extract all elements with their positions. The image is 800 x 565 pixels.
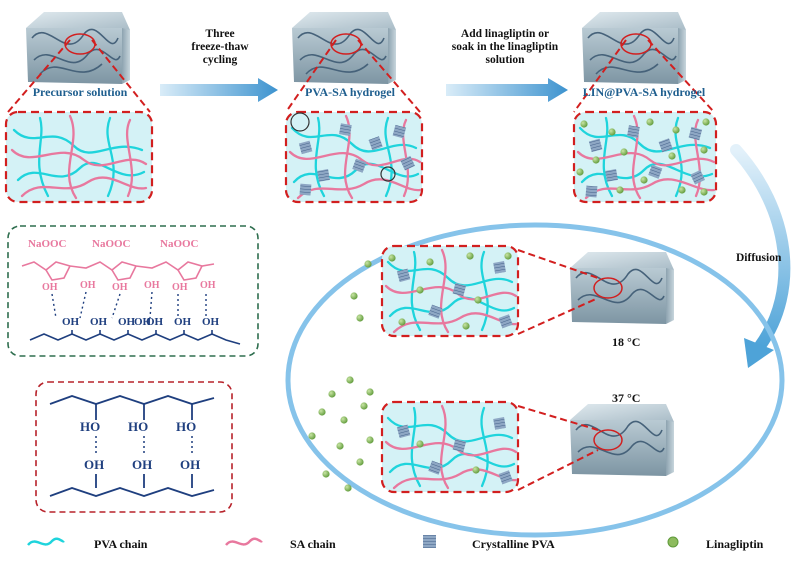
- pva-oh-bottom-3: OH: [180, 457, 201, 472]
- legend-swatch-crystalline: [423, 535, 436, 548]
- pva-ho-2: HO: [128, 419, 149, 434]
- step-add-linagliptin: Add linagliptin or soak in the linaglipt…: [440, 28, 570, 68]
- pva-top-stems: [95, 404, 193, 420]
- stage-label-lin: LIN@PVA-SA hydrogel: [582, 85, 706, 99]
- legend: PVA chain SA chain Crystalline PVA Linag…: [0, 528, 800, 558]
- sa-oh-5: OH: [172, 282, 188, 293]
- step-add-line-3: solution: [485, 54, 525, 67]
- sa-group-2: NaOOC: [92, 238, 131, 250]
- sa-group-3: NaOOC: [160, 238, 199, 250]
- legend-label-crystalline: Crystalline PVA: [472, 537, 555, 551]
- step-freeze-thaw-line-3: cycling: [202, 54, 238, 67]
- pva-backbone-1: [29, 333, 241, 345]
- legend-swatch-linagliptin: [667, 536, 679, 548]
- pva-oh-bottom-2: OH: [132, 457, 153, 472]
- pva-ho-1: HO: [80, 419, 101, 434]
- pva-oh-7: OH: [202, 316, 220, 328]
- temp-18: 18 °C: [612, 335, 641, 349]
- zoom-lines-release: [517, 249, 599, 491]
- crystals-lin: [585, 125, 705, 198]
- pva-oh-3: OH: [118, 316, 136, 328]
- sa-oh-4: OH: [144, 280, 160, 291]
- hydrogel-cube-37: [570, 404, 674, 476]
- hbond-pva-pva: [95, 436, 193, 456]
- chains-pva-sa: [288, 112, 422, 200]
- pva-oh-2: OH: [90, 316, 108, 328]
- crystals-pva-sa: [298, 123, 415, 196]
- crystals-release: [396, 261, 513, 485]
- arrow-step-1: [160, 78, 278, 102]
- drugs-lin: [576, 118, 710, 196]
- legend-swatch-sa: [225, 537, 263, 546]
- release-ellipse: [285, 222, 785, 538]
- pva-oh-bottom-1: OH: [84, 457, 105, 472]
- arrow-diffusion: [730, 144, 791, 352]
- pva-backbone-bottom: [49, 487, 215, 497]
- temp-37: 37 °C: [612, 391, 641, 405]
- step-freeze-thaw: Three freeze-thaw cycling: [180, 28, 260, 68]
- stage-label-pva-sa: PVA-SA hydrogel: [305, 85, 395, 99]
- legend-swatch-pva: [27, 537, 65, 546]
- hydrogel-cube-18: [570, 252, 674, 324]
- legend-label-pva: PVA chain: [94, 537, 148, 551]
- sa-oh-6: OH: [200, 280, 216, 291]
- drugs-release: [308, 252, 512, 492]
- pva-bottom-stems: [95, 474, 193, 488]
- hydrogel-cube-lin: [582, 12, 686, 84]
- step-freeze-thaw-line-1: Three: [205, 28, 235, 40]
- pva-ho-3: HO: [176, 419, 197, 434]
- pva-oh-5: OH: [146, 316, 164, 328]
- sa-oh-2: OH: [80, 280, 96, 291]
- pva-stems-1: [71, 330, 213, 334]
- sa-backbone: [21, 261, 215, 281]
- legend-label-linagliptin: Linagliptin: [706, 537, 764, 551]
- legend-label-sa: SA chain: [290, 537, 336, 551]
- step-add-line-2: soak in the linagliptin: [451, 41, 559, 54]
- hbond-sa-pva: [51, 291, 207, 319]
- pva-backbone-top: [49, 395, 215, 405]
- step-freeze-thaw-line-2: freeze-thaw: [191, 41, 249, 54]
- step-diffusion: Diffusion: [736, 252, 782, 264]
- arrow-step-2: [446, 78, 568, 102]
- hydrogel-cube-pva-sa: [292, 12, 396, 84]
- release-panels: [380, 244, 520, 494]
- chains-precursor: [10, 114, 148, 200]
- pva-pva-interaction-box: [35, 381, 233, 513]
- pva-oh-6: OH: [174, 316, 192, 328]
- pva-oh-1: OH: [62, 316, 80, 328]
- pva-oh-4: OH: [134, 316, 152, 328]
- sa-oh-3: OH: [112, 282, 128, 293]
- sa-group-1: NaOOC: [28, 238, 67, 250]
- step-add-line-1: Add linagliptin or: [460, 28, 550, 40]
- sa-pva-interaction-box: [7, 225, 259, 357]
- zoom-lines: [7, 39, 715, 113]
- stage-label-precursor: Precursor solution: [32, 85, 128, 99]
- process-arrows: [160, 78, 791, 368]
- sa-oh-1: OH: [42, 282, 58, 293]
- hydrogel-cube-precursor: [26, 12, 130, 84]
